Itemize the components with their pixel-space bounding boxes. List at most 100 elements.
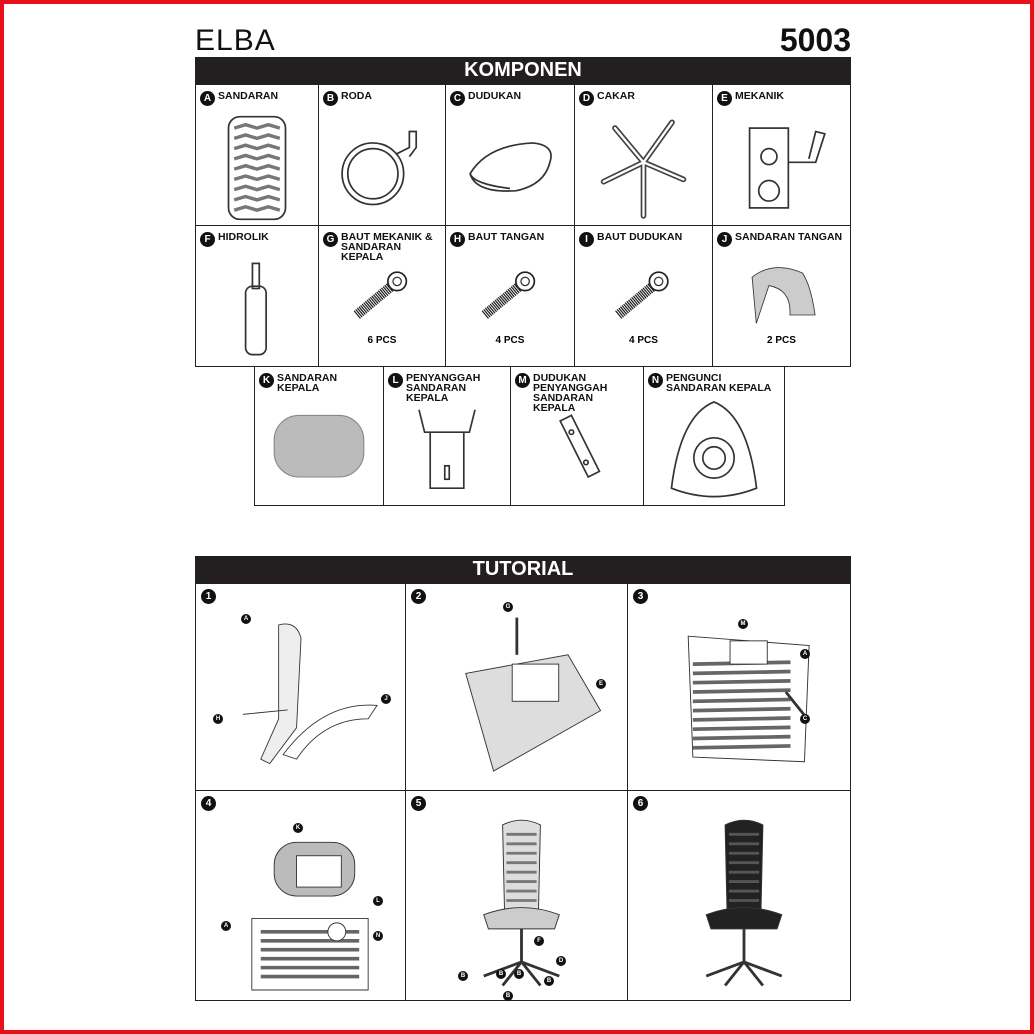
model-number: 5003 [779, 22, 851, 58]
step-illustration [426, 806, 617, 995]
letter-badge: M [515, 373, 530, 388]
callout-b: B [496, 969, 506, 979]
component-illustration [575, 252, 712, 336]
component-illustration [446, 252, 574, 336]
brand-logo: ELBA [195, 24, 276, 57]
callout-b: B [458, 971, 468, 981]
callout-a: A [221, 921, 231, 931]
step-illustration [216, 599, 395, 785]
step-number: 1 [201, 589, 216, 604]
callout-d: D [556, 956, 566, 966]
callout-k: K [293, 823, 303, 833]
component-name: DUDUKAN [468, 90, 522, 102]
tutorial-header: TUTORIAL [195, 556, 851, 583]
callout-f: F [534, 936, 544, 946]
step-number: 2 [411, 589, 426, 604]
component-name: MEKANIK [735, 90, 784, 102]
component-name: BAUT MEKANIK & SANDARAN KEPALA [341, 231, 433, 263]
callout-a: A [800, 649, 810, 659]
components-header: KOMPONEN [195, 57, 851, 84]
callout-b: B [503, 991, 513, 1001]
step-number: 6 [633, 796, 648, 811]
component-illustration [196, 252, 318, 366]
letter-badge: C [450, 91, 465, 106]
step-number: 3 [633, 589, 648, 604]
letter-badge: N [648, 373, 663, 388]
component-illustration [384, 393, 510, 505]
step-illustration [426, 599, 617, 785]
callout-c: C [800, 714, 810, 724]
component-illustration [319, 111, 445, 225]
callout-b: B [544, 976, 554, 986]
callout-h: H [213, 714, 223, 724]
callout-g: G [503, 602, 513, 612]
component-name: SANDARAN TANGAN [735, 231, 843, 243]
letter-badge: A [200, 91, 215, 106]
component-name: PENYANGGAH SANDARAN KEPALA [406, 372, 481, 404]
letter-badge: L [388, 373, 403, 388]
letter-badge: K [259, 373, 274, 388]
letter-badge: B [323, 91, 338, 106]
component-illustration [575, 111, 712, 225]
component-name: BAUT DUDUKAN [597, 231, 683, 243]
callout-e: E [596, 679, 606, 689]
step-illustration [648, 806, 840, 995]
component-illustration [255, 393, 383, 505]
letter-badge: D [579, 91, 594, 106]
component-name: PENGUNCI SANDARAN KEPALA [666, 372, 772, 394]
letter-badge: F [200, 232, 215, 247]
callout-a: A [241, 614, 251, 624]
component-name: HIDROLIK [218, 231, 269, 243]
letter-badge: I [579, 232, 594, 247]
component-name: RODA [341, 90, 372, 102]
component-name: SANDARAN KEPALA [277, 372, 338, 394]
letter-badge: G [323, 232, 338, 247]
callout-m: M [738, 619, 748, 629]
callout-n: N [373, 931, 383, 941]
component-qty: 4 PCS [629, 335, 658, 346]
component-name: CAKAR [597, 90, 635, 102]
step-number: 5 [411, 796, 426, 811]
component-name: SANDARAN [218, 90, 279, 102]
component-illustration [644, 393, 784, 505]
component-qty: 6 PCS [367, 335, 397, 346]
component-illustration [196, 111, 318, 225]
component-illustration [713, 111, 850, 225]
component-qty: 2 PCS [767, 335, 796, 346]
letter-badge: E [717, 91, 732, 106]
callout-j: J [381, 694, 391, 704]
component-qty: 4 PCS [495, 335, 525, 346]
component-illustration [713, 252, 850, 336]
tutorial-step-6: 6 [627, 790, 851, 1001]
callout-b: B [514, 969, 524, 979]
